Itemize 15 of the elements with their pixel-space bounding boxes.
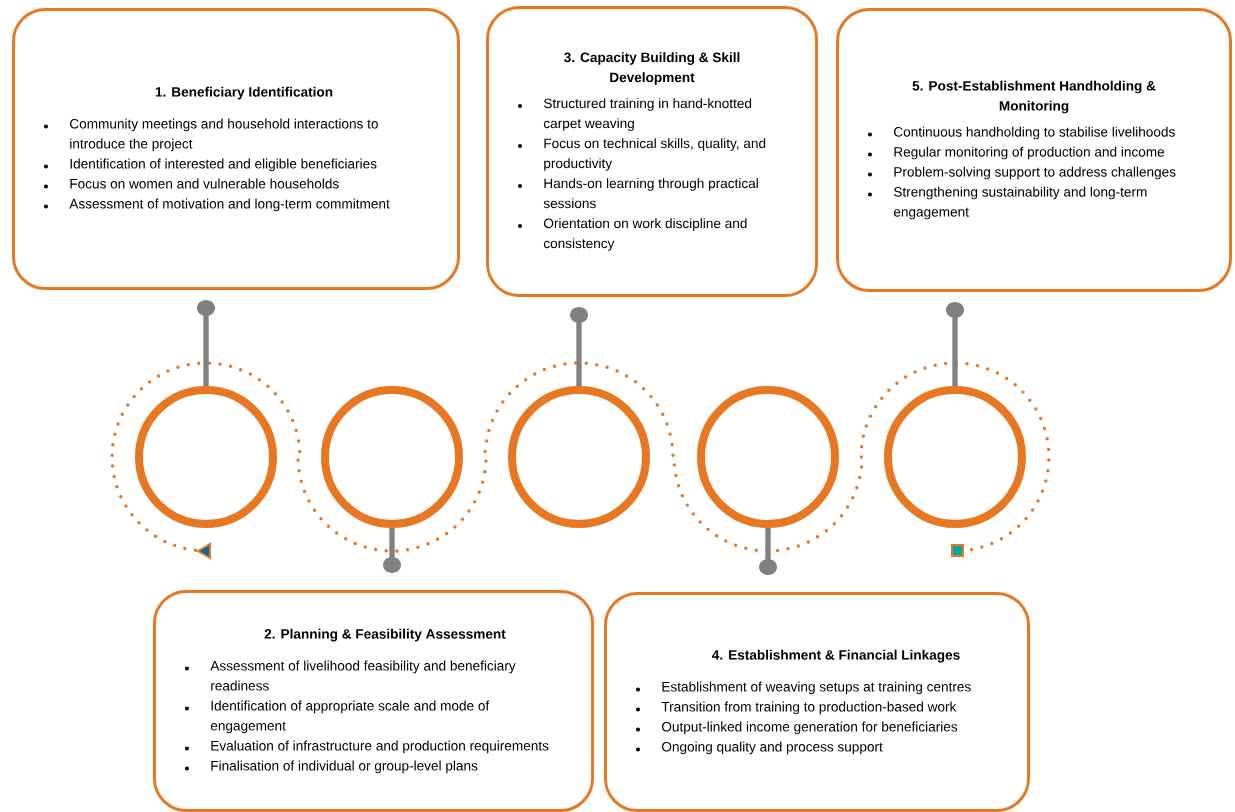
ring — [884, 386, 1026, 528]
process-box: 1. Beneficiary Identification Community meetings and household interactions to introduce the project Identification of interested and eligible beneficiaries Focus on women and vulnerable households Assessment of motivation and long-term commitment — [12, 8, 460, 290]
process-box: 2. Planning & Feasibility Assessment Assessment of livelihood feasibility and beneficiary readiness Identification of appropriate scale and mode of engagement Evaluation of infrastructure and production requirements Finalisation of individual or group-level plans — [152, 590, 595, 812]
pin-connector — [570, 307, 588, 386]
process-box: 4. Establishment & Financial Linkages Establishment of weaving setups at training centres Transition from training to production-based work Output-linked income generation for beneficiaries Ongoing quality and process support — [604, 592, 1030, 812]
ring — [135, 386, 277, 528]
process-box: 5. Post-Establishment Handholding & Monitoring Continuous handholding to stabilise livelihoods Regular monitoring of production and income Problem-solving support to address challenges Strengthening sustainability and long-term engagement — [836, 8, 1232, 292]
ring — [508, 386, 650, 528]
pin-connector — [197, 300, 215, 386]
pin-connector — [759, 528, 777, 575]
process-box: 3. Capacity Building & Skill Development Structured training in hand-knotted carpet weaving Focus on technical skills, quality, and productivity Hands-on learning through practical sessions Orientation on work discipline and consistency — [486, 5, 818, 298]
pin-connector — [383, 528, 401, 573]
ring — [321, 386, 463, 528]
ring — [697, 386, 839, 528]
pin-connector — [946, 302, 964, 386]
